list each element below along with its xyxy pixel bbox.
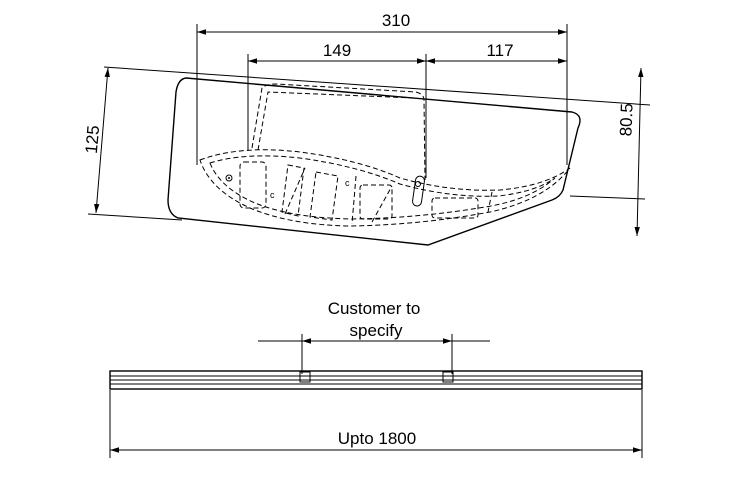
dim-label-117: 117	[486, 41, 513, 60]
slot-screw	[415, 181, 421, 187]
blade-profile-inner	[209, 155, 556, 220]
pocket-3	[309, 171, 339, 221]
note-customer-to: Customer to	[328, 299, 421, 318]
profile-outer-outline	[167, 77, 581, 246]
dim-line-80-5	[634, 67, 644, 237]
interior-mark-1: c	[270, 190, 275, 200]
ext-line-125-bottom	[87, 213, 183, 221]
dim-label-149: 149	[323, 41, 351, 60]
pocket-2	[281, 164, 305, 217]
dim-line-125	[94, 67, 110, 214]
bracket-right	[442, 371, 454, 383]
ext-line-125-top	[103, 66, 651, 106]
ext-line-80-bottom	[569, 195, 646, 200]
blade-profile-outer	[199, 149, 571, 227]
upper-cover-hidden-line	[251, 83, 426, 181]
end-hole-centre	[228, 177, 230, 179]
dim-label-125: 125	[82, 125, 103, 155]
pocket-1	[239, 161, 267, 209]
note-specify: specify	[350, 321, 403, 340]
pocket-5	[431, 197, 479, 219]
rib-diagonal-1	[371, 185, 393, 223]
dim-label-80-5: 80.5	[616, 103, 636, 137]
pocket-4	[359, 184, 393, 220]
dim-label-length: Upto 1800	[338, 429, 416, 448]
length-view: Customer to specify Upto 1800	[109, 299, 643, 458]
rib-diagonal-2	[284, 167, 306, 215]
interior-mark-2: c	[345, 178, 350, 188]
adjustment-slot	[412, 175, 425, 207]
rib-7	[351, 175, 357, 225]
bracket-left	[299, 371, 311, 383]
rib-6	[487, 191, 493, 213]
profile-section-view: c c 310 149 117 125 80.5	[82, 11, 651, 246]
upper-cover-hidden-line-2	[257, 91, 415, 151]
dim-label-310: 310	[382, 11, 410, 30]
end-hole	[225, 174, 233, 182]
